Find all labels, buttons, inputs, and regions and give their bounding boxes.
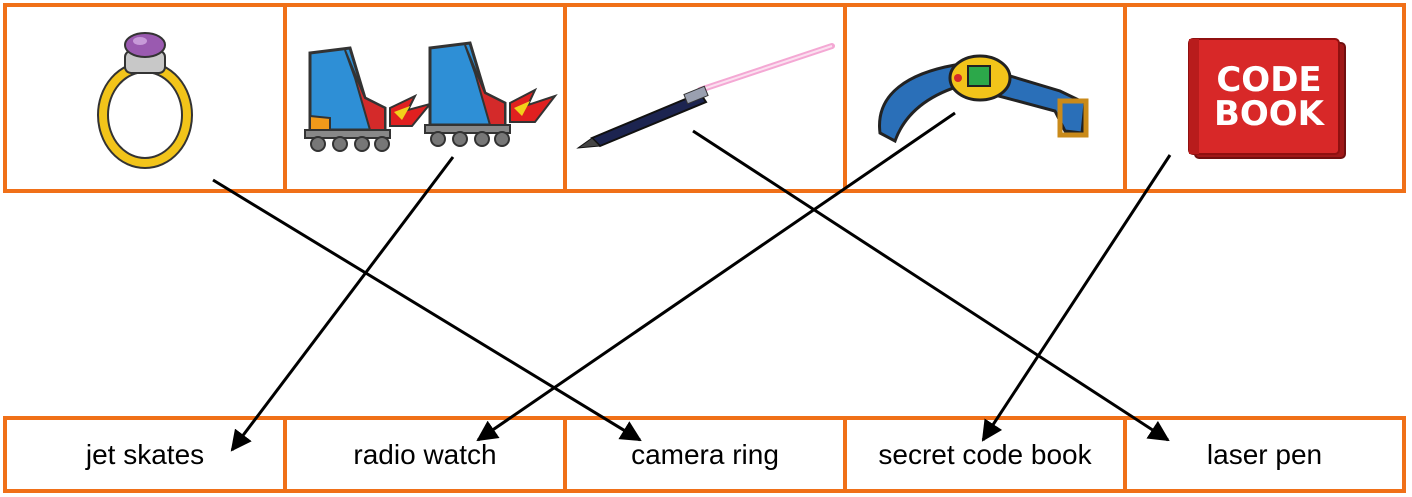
arrow-ring-to-camera-ring: [212, 178, 642, 442]
book-cover-line-2: BOOK: [1213, 94, 1325, 134]
picture-row: CODE BOOK: [3, 3, 1406, 193]
arrow-skates-to-jet-skates: [230, 156, 455, 452]
label-secret-code-book: secret code book: [878, 438, 1092, 470]
label-jet-skates: jet skates: [85, 438, 205, 470]
label-row: jet skates radio watch camera ring secre…: [3, 416, 1406, 493]
label-camera-ring: camera ring: [631, 438, 779, 470]
picture-cell-pen: [567, 7, 847, 189]
label-cell-3: camera ring: [567, 420, 847, 489]
label-laser-pen: laser pen: [1206, 438, 1323, 470]
radio-watch-icon: [878, 54, 1089, 144]
camera-ring-icon: [97, 32, 193, 169]
jet-skates-icon: [304, 41, 558, 152]
label-cell-1: jet skates: [7, 420, 287, 489]
arrow-book-to-secret-code-book: [981, 154, 1172, 442]
code-book-icon: CODE BOOK: [1187, 38, 1346, 159]
picture-cell-skates: [287, 7, 567, 189]
label-radio-watch: radio watch: [353, 438, 497, 470]
picture-cell-book: CODE BOOK: [1127, 7, 1402, 189]
book-cover-line-1: CODE: [1216, 60, 1321, 100]
label-cell-4: secret code book: [847, 420, 1127, 489]
label-cell-2: radio watch: [287, 420, 567, 489]
label-cell-5: laser pen: [1127, 420, 1402, 489]
laser-pen-icon: [576, 43, 835, 149]
picture-cell-watch: [847, 7, 1127, 189]
picture-cell-ring: [7, 7, 287, 189]
